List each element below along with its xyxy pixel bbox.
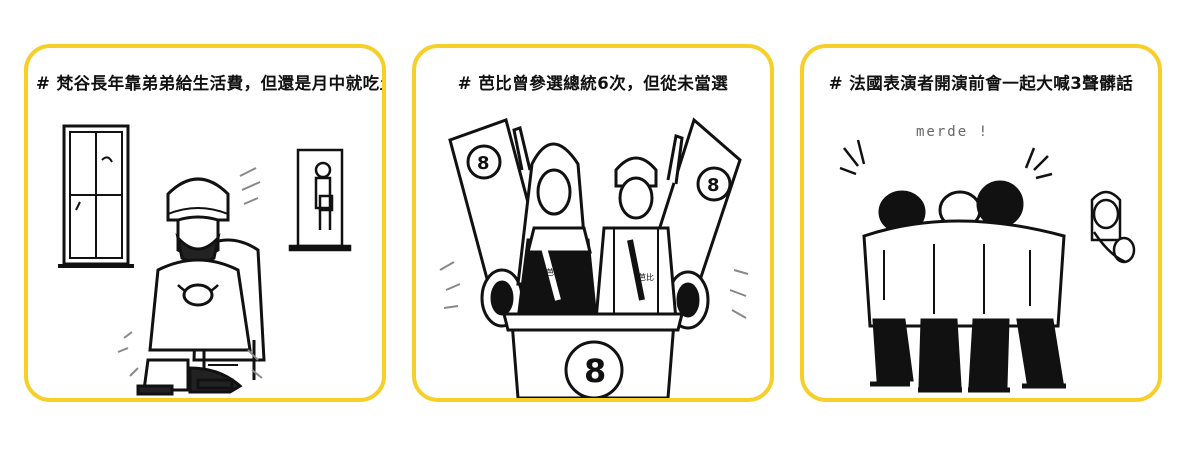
onlooker-figures — [1090, 190, 1136, 264]
performers-illustration: merde ! — [804, 100, 1158, 398]
comic-panel-french-performers: # 法國表演者開演前會一起大喊3聲髒話 merde ! — [800, 44, 1162, 402]
van-gogh-drawing — [58, 124, 352, 396]
comic-panel-barbie: # 芭比曾參選總統6次，但從未當選 8 8 — [412, 44, 774, 402]
podium: 8 — [502, 312, 684, 398]
panel-caption: # 法國表演者開演前會一起大喊3聲髒話 — [828, 74, 1134, 93]
sash-label: 芭比 — [638, 272, 654, 282]
barbie-illustration: 8 8 芭比 — [416, 100, 770, 398]
doorway — [288, 148, 352, 252]
banner-number: 8 — [477, 153, 490, 174]
sash-label: 芭比 — [546, 267, 562, 277]
banner-number: 8 — [707, 175, 720, 196]
podium-number: 8 — [584, 352, 606, 390]
panel-caption: # 芭比曾參選總統6次，但從未當選 — [457, 74, 729, 93]
action-lines — [439, 261, 749, 319]
candidate-figure: 芭比 — [594, 134, 684, 322]
barbie-figure: 芭比 — [512, 126, 598, 322]
performers-drawing: merde ! — [839, 124, 1136, 393]
comic-panel-van-gogh: # 梵谷長年靠弟弟給生活費，但還是月中就吃土 — [24, 44, 386, 402]
shiver-lines — [117, 167, 263, 379]
van-gogh-illustration — [28, 100, 382, 398]
huddle-group — [862, 180, 1066, 393]
window — [58, 124, 134, 268]
van-gogh-figure — [136, 177, 252, 396]
excitement-marks — [839, 139, 1053, 180]
panel-caption: # 梵谷長年靠弟弟給生活費，但還是月中就吃土 — [36, 74, 386, 93]
barbie-drawing: 8 8 芭比 — [439, 117, 749, 398]
shout-text: merde ! — [916, 124, 989, 140]
